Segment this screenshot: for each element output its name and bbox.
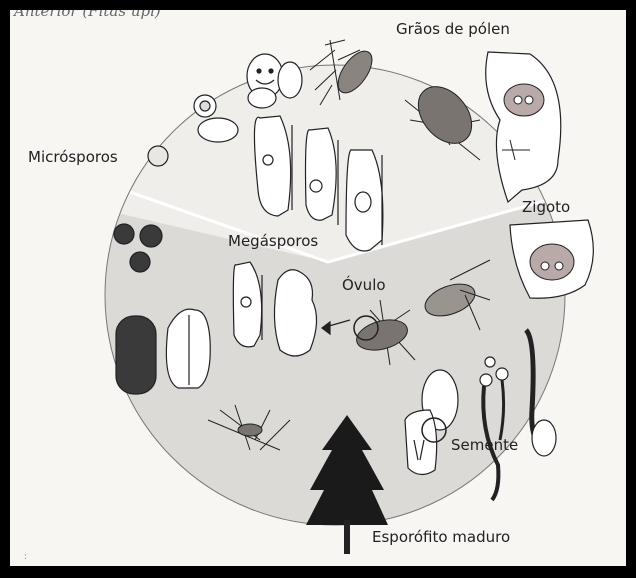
seed-group (404, 328, 557, 502)
pollen-tubes (253, 115, 384, 252)
seedling-head (495, 367, 509, 381)
pine-twig-bottom (207, 404, 291, 451)
megaspore-stage (232, 261, 351, 357)
seedling-head (479, 373, 493, 387)
small-cone (424, 283, 476, 317)
label-microspores: Micrósporos (28, 148, 118, 166)
nucleus (262, 154, 274, 166)
pine-twig-top (309, 39, 373, 106)
seedling-stem (498, 379, 506, 441)
spore-tetrad-cell (129, 251, 151, 273)
mature-sporophyte-tree (306, 415, 388, 554)
microsporangium (115, 315, 157, 395)
pine-cone (337, 50, 373, 94)
corner-mark: : (24, 552, 28, 562)
pollen-grain-eye (268, 68, 274, 74)
ovule-cone (353, 259, 491, 366)
spore-tetrad-cell (139, 224, 163, 248)
top-caption-fragment: Anterior (Fitas upi) (14, 10, 161, 20)
embryo (413, 439, 425, 461)
label-zygote: Zigoto (522, 198, 571, 216)
megasporangium (165, 308, 211, 389)
pollen-tube (253, 115, 292, 217)
egg-nucleus (513, 95, 523, 105)
zygote-cell (529, 243, 575, 281)
seedling-stem (481, 385, 501, 502)
small-cone (237, 423, 263, 437)
tree-crown (306, 415, 388, 525)
seedling-head (484, 356, 496, 368)
zygote-ovule (509, 219, 594, 299)
seed-cone (356, 319, 408, 351)
label-mature-sporophyte: Esporófito maduro (372, 528, 511, 546)
seedling-root (531, 419, 557, 457)
pollen-tube (304, 127, 337, 221)
megasporangium-group (113, 223, 211, 395)
ovule-section (485, 51, 562, 204)
pollen-cell (197, 117, 239, 143)
tree-trunk (344, 520, 350, 554)
egg-nucleus (524, 95, 534, 105)
pollen-nucleus (199, 100, 211, 112)
zygote-nucleus (540, 261, 550, 271)
pine-needles (449, 259, 491, 331)
highlight-ring (353, 315, 379, 341)
label-megaspores: Megásporos (228, 232, 319, 250)
arrow-head (321, 320, 331, 336)
nucleus (354, 191, 372, 213)
megaspore-nucleus (240, 296, 252, 308)
archegonia (503, 83, 545, 117)
label-pollen-grains: Grãos de pólen (396, 20, 510, 38)
diagram-frame: Anterior (Fitas upi) (10, 10, 626, 566)
spore-tetrad-cell (113, 223, 135, 245)
sector-divider (109, 176, 565, 264)
seed-section (404, 409, 438, 476)
pollen-chamber (502, 139, 530, 161)
female-cone (417, 86, 473, 144)
ovule-shape (273, 269, 318, 357)
zygote-nucleus (554, 261, 564, 271)
label-seed: Semente (451, 436, 519, 454)
pollen-cell (277, 61, 303, 99)
highlight-ring (421, 417, 447, 443)
microspore-development (147, 53, 303, 167)
female-cone-section (404, 51, 562, 204)
nucleus (309, 179, 323, 193)
pollen-grain-eye (256, 68, 262, 74)
pine-life-cycle-diagram (104, 39, 594, 554)
pollen-cell (247, 87, 277, 109)
label-ovule: Óvulo (342, 276, 386, 294)
microspore-cell (147, 145, 169, 167)
pollen-grain-mouth (255, 79, 275, 85)
